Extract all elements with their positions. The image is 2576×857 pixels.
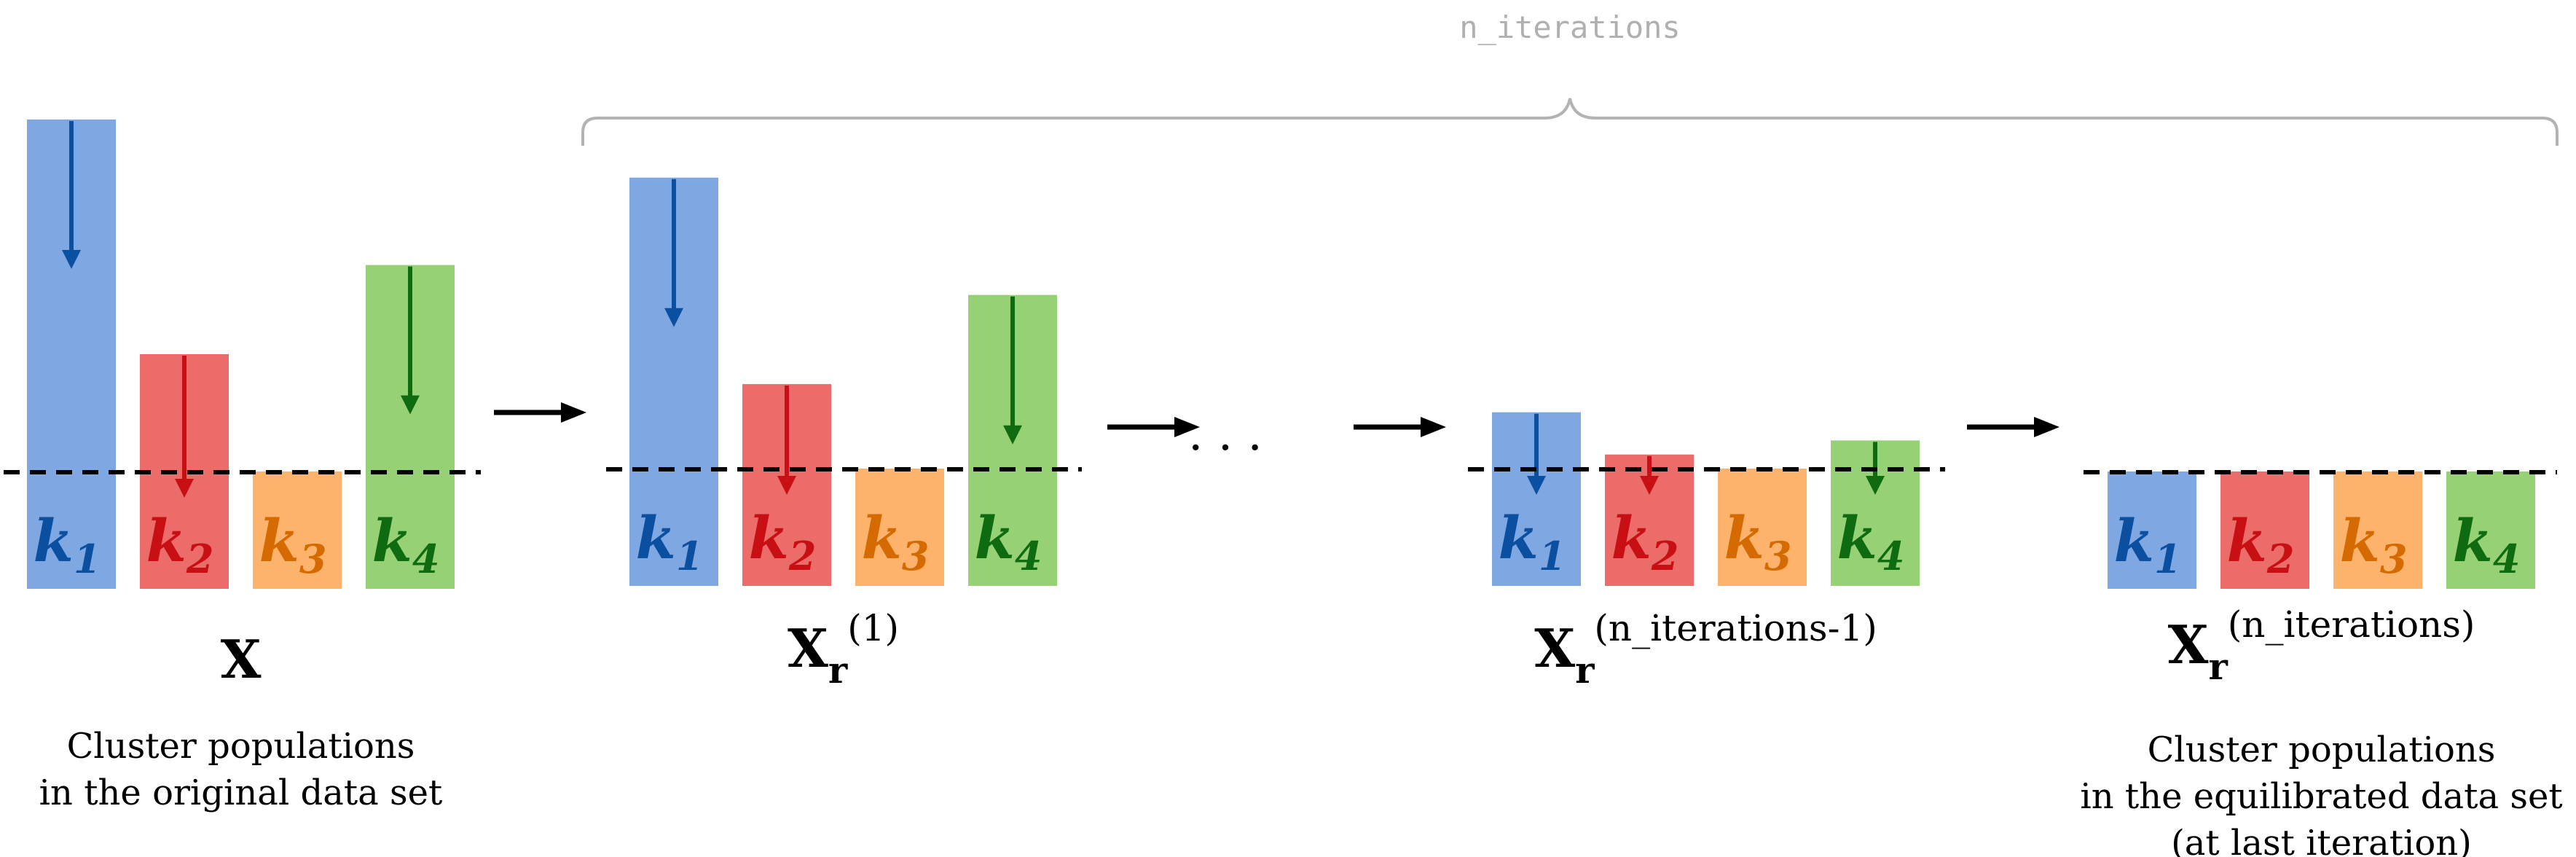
ellipsis: · · · xyxy=(1188,421,1263,475)
cluster-bar-k3 xyxy=(855,469,944,586)
reduction-arrow-k4 xyxy=(1003,296,1022,445)
cluster-bar-k3 xyxy=(2333,471,2422,589)
reduction-arrow-head xyxy=(777,476,796,495)
cluster-label-k4: k4 xyxy=(1837,504,1904,579)
reduction-arrow-head xyxy=(1003,425,1022,445)
transition-arrow xyxy=(1967,417,2059,437)
stage-caption-line: in the original data set xyxy=(39,772,443,813)
cluster-label-k3: k3 xyxy=(1724,504,1791,579)
cluster-bar-k3 xyxy=(1718,469,1807,586)
stage-title: Xr(n_iterations) xyxy=(2168,603,2475,688)
reduction-arrow-k4 xyxy=(401,266,420,415)
cluster-label-k1: k1 xyxy=(33,506,101,582)
cluster-bar-k2 xyxy=(2220,471,2309,589)
reduction-arrow-head xyxy=(1527,476,1546,495)
stage-title: Xr(n_iterations-1) xyxy=(1534,607,1877,692)
cluster-label-k2: k2 xyxy=(748,504,816,579)
stage-caption-line: Cluster populations xyxy=(67,726,415,767)
stage-title: X xyxy=(221,628,262,690)
transition-arrow xyxy=(494,402,586,423)
reduction-arrow-k2 xyxy=(1640,455,1659,495)
reduction-arrow-k1 xyxy=(62,121,81,269)
brace-label: n_iterations xyxy=(1459,9,1680,45)
transition-arrow xyxy=(1107,417,1200,437)
cluster-label-k3: k3 xyxy=(259,506,326,582)
cluster-bar-k4 xyxy=(2446,471,2535,589)
stage-caption-line: in the equilibrated data set xyxy=(2080,776,2562,817)
reduction-arrow-k2 xyxy=(175,356,194,498)
stage-1: k1 k2 k3 k4X Cluster populations in the origi… xyxy=(4,120,481,813)
cluster-label-k4: k4 xyxy=(372,506,439,582)
cluster-bar-k3 xyxy=(253,471,342,589)
reduction-arrow-k4 xyxy=(1866,442,1885,495)
stage-caption-line: (at last iteration) xyxy=(2171,823,2472,857)
reduction-arrow-head xyxy=(401,395,420,415)
cluster-label-k2: k2 xyxy=(2226,506,2294,582)
reduction-arrow-head xyxy=(664,308,683,327)
reduction-arrow-head xyxy=(1640,476,1659,495)
cluster-label-k1: k1 xyxy=(635,504,703,579)
cluster-label-k2: k2 xyxy=(146,506,213,582)
reduction-arrow-head xyxy=(62,250,81,269)
iterations-brace xyxy=(581,98,2559,146)
reduction-arrow-k2 xyxy=(777,386,796,495)
reduction-arrow-head xyxy=(175,479,194,498)
transition-arrows xyxy=(494,402,2059,437)
cluster-label-k4: k4 xyxy=(2452,506,2520,582)
cluster-label-k2: k2 xyxy=(1611,504,1678,579)
stages-layer: k1 k2 k3 k4X Cluster populations in the origi… xyxy=(4,120,2563,857)
stage-caption-line: Cluster populations xyxy=(2148,729,2496,770)
stage-title: Xr(1) xyxy=(788,607,899,692)
reduction-arrow-head xyxy=(1866,476,1885,495)
cluster-label-k1: k1 xyxy=(1498,504,1566,579)
cluster-bar-k1 xyxy=(2108,471,2196,589)
transition-arrow xyxy=(1354,417,1446,437)
reduction-arrow-k1 xyxy=(664,179,683,327)
cluster-label-k1: k1 xyxy=(2113,506,2181,582)
cluster-label-k4: k4 xyxy=(974,504,1042,579)
cluster-label-k3: k3 xyxy=(861,504,929,579)
cluster-label-k3: k3 xyxy=(2339,506,2407,582)
